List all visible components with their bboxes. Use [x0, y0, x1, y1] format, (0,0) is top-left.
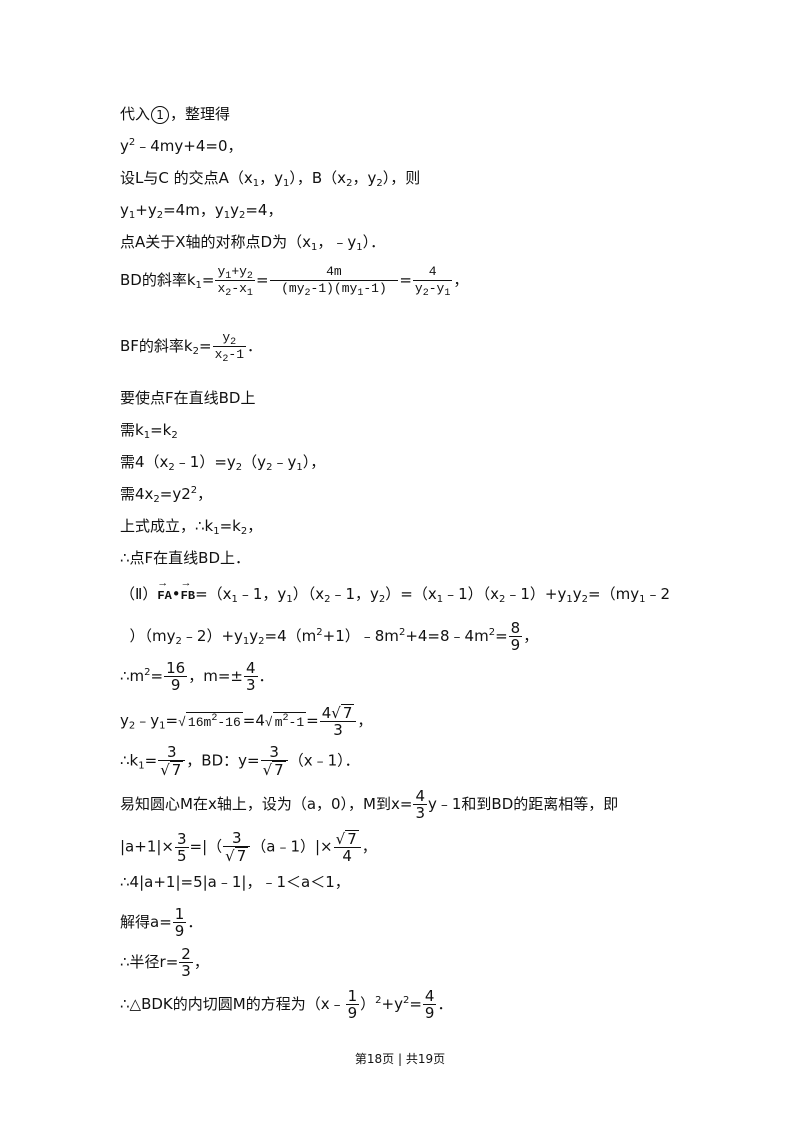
fraction: 3√7 — [223, 830, 251, 864]
text-line-8: 要使点F在直线BD上 — [120, 389, 256, 407]
text-line-9: 需k1=k2 — [120, 421, 178, 441]
text-line-13: ∴点F在直线BD上． — [120, 549, 251, 567]
fraction: 4m (my2-1)(my1-1) — [269, 264, 399, 299]
text-line-4: y1+y2=4m，y1y2=4， — [120, 201, 283, 221]
text-line-14: （Ⅱ）FA•FB=（x1﹣1，y1）（x2﹣1，y2）=（x1﹣1）（x2﹣1）… — [120, 574, 670, 606]
page-number-label: 第18页 | 共19页 — [354, 1052, 446, 1066]
circled-number: 1 — [151, 105, 170, 124]
text-line-18: ∴k1=3√7，BD：y=3√7（x﹣1）． — [120, 743, 360, 779]
text-line-21: ∴4|a+1|=5|a﹣1|，﹣1＜a＜1， — [120, 873, 350, 891]
vector-fb: FB — [181, 574, 195, 606]
vector-fa: FA — [157, 574, 171, 606]
page-footer: 第18页 | 共19页 — [0, 1050, 800, 1067]
text-line-11: 需4x2=y22， — [120, 485, 213, 505]
text-line-12: 上式成立，∴k1=k2， — [120, 517, 263, 537]
text-line-10: 需4（x2﹣1）=y2（y2﹣y1）， — [120, 453, 326, 473]
fraction: 3√7 — [260, 744, 288, 778]
text-line-2: y2﹣4my+4=0， — [120, 137, 243, 155]
text-line-5: 点A关于X轴的对称点D为（x1，﹣y1）． — [120, 233, 386, 253]
text-line-3: 设L与C 的交点A（x1，y1），B（x2，y2），则 — [120, 169, 421, 189]
sqrt-expression: √16m2-16 — [178, 711, 243, 733]
sqrt-expression: √m2-1 — [265, 711, 307, 733]
fraction: 3√7 — [158, 744, 186, 778]
